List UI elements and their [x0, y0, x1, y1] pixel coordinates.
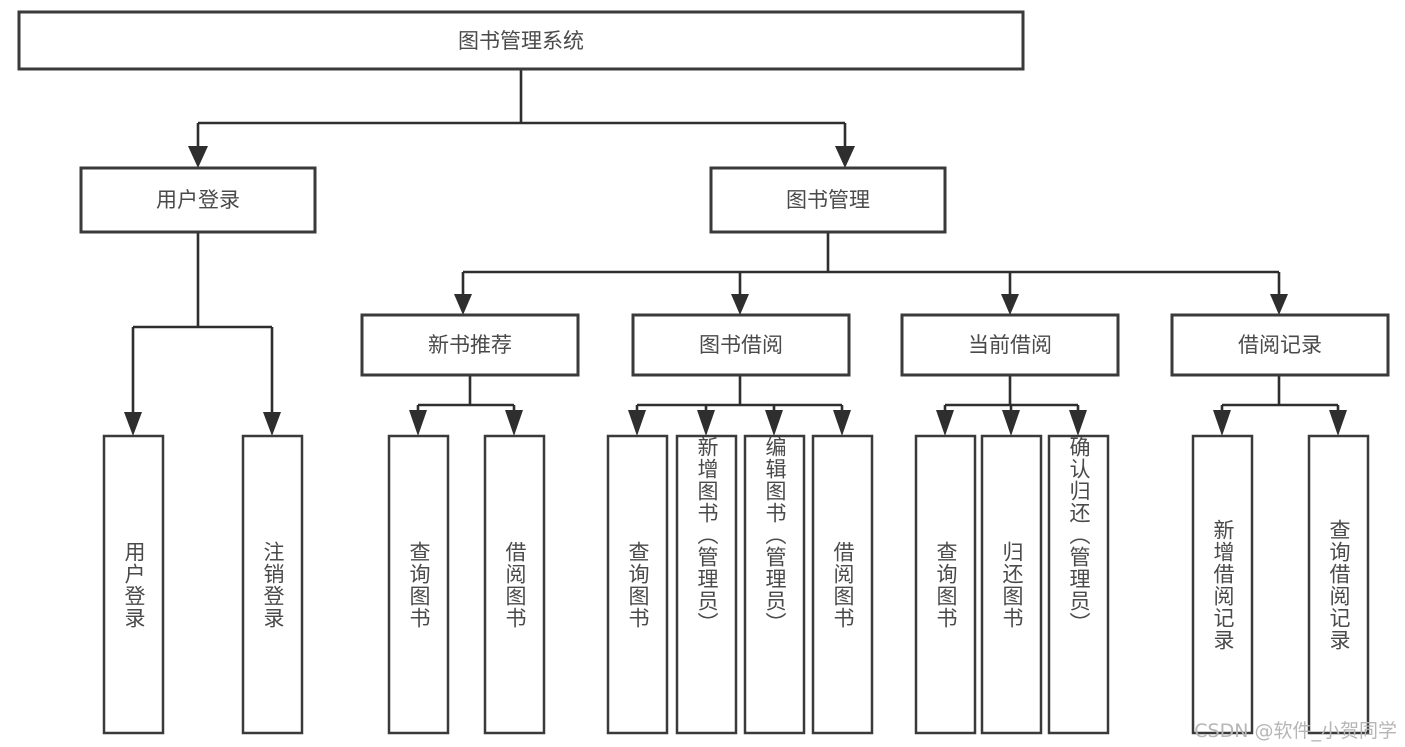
- connector-group-new-book-recommend: [409, 375, 523, 436]
- arrowhead-leaf-query-book-1: [409, 410, 427, 436]
- arrowhead-leaf-borrow-book-1: [505, 410, 523, 436]
- node-root-label: 图书管理系统: [458, 29, 584, 53]
- arrowhead-user-login: [188, 146, 208, 168]
- arrowhead-new-book-recommend: [454, 294, 472, 315]
- node-new-book-recommend[interactable]: 新书推荐: [360, 313, 580, 377]
- node-borrow-record[interactable]: 借阅记录: [1170, 313, 1390, 377]
- connector-group-user-login: [124, 232, 281, 436]
- node-current-borrow-box[interactable]: [900, 313, 1120, 377]
- node-leaf-edit-book-box[interactable]: [743, 434, 806, 735]
- node-book-manage[interactable]: 图书管理: [709, 166, 947, 234]
- node-leaf-confirm-return-box[interactable]: [1047, 434, 1110, 735]
- node-new-book-recommend-box[interactable]: [360, 313, 580, 377]
- node-book-manage-label: 图书管理: [786, 188, 870, 212]
- arrowhead-leaf-return-book: [1002, 410, 1020, 436]
- node-leaf-return-book-box[interactable]: [980, 434, 1043, 735]
- arrowhead-book-borrow: [731, 294, 749, 315]
- node-leaf-logout-box[interactable]: [241, 434, 304, 735]
- node-current-borrow[interactable]: 当前借阅: [900, 313, 1120, 377]
- node-leaf-add-book-box[interactable]: [675, 434, 738, 735]
- arrowhead-leaf-query-book-2: [628, 410, 646, 436]
- node-leaf-query-book-3-box[interactable]: [914, 434, 977, 735]
- node-leaf-query-book-1-box[interactable]: [387, 434, 450, 735]
- node-user-login[interactable]: 用户登录: [79, 166, 317, 234]
- node-book-borrow-label: 图书借阅: [699, 333, 783, 357]
- arrowhead-book-manage: [835, 146, 855, 168]
- node-root[interactable]: 图书管理系统: [17, 10, 1025, 71]
- arrowhead-leaf-edit-book: [765, 410, 783, 436]
- arrowhead-leaf-borrow-book-2: [833, 410, 851, 436]
- arrowhead-leaf-logout: [263, 412, 281, 436]
- node-borrow-record-label: 借阅记录: [1238, 333, 1322, 357]
- node-user-login-label: 用户登录: [156, 188, 240, 212]
- node-book-borrow[interactable]: 图书借阅: [631, 313, 851, 377]
- connector-group-borrow-record: [1213, 375, 1347, 436]
- node-borrow-record-box[interactable]: [1170, 313, 1390, 377]
- arrowhead-leaf-add-book: [697, 410, 715, 436]
- node-leaf-query-record-box[interactable]: [1307, 434, 1370, 735]
- arrowhead-leaf-query-record: [1329, 410, 1347, 436]
- node-leaf-borrow-book-1-box[interactable]: [483, 434, 546, 735]
- node-book-borrow-box[interactable]: [631, 313, 851, 377]
- node-book-manage-box[interactable]: [709, 166, 947, 234]
- node-current-borrow-label: 当前借阅: [968, 333, 1052, 357]
- csdn-watermark: CSDN @软件_小贺同学: [1194, 720, 1397, 742]
- node-root-box[interactable]: [17, 10, 1025, 71]
- node-leaf-query-book-2-box[interactable]: [606, 434, 669, 735]
- arrowhead-current-borrow: [1001, 294, 1019, 315]
- arrowhead-leaf-query-book-3: [936, 410, 954, 436]
- node-leaf-user-login-box[interactable]: [102, 434, 165, 735]
- arrowhead-leaf-add-record: [1213, 410, 1231, 436]
- arrowhead-leaf-confirm-return: [1069, 410, 1087, 436]
- arrowhead-borrow-record: [1270, 294, 1288, 315]
- node-new-book-recommend-label: 新书推荐: [428, 333, 512, 357]
- node-user-login-box[interactable]: [79, 166, 317, 234]
- connector-group-root: [188, 70, 855, 168]
- arrowhead-leaf-user-login: [124, 412, 142, 436]
- node-leaf-borrow-book-2-box[interactable]: [811, 434, 874, 735]
- connector-group-current-borrow: [936, 375, 1087, 436]
- connector-group-book-manage: [454, 232, 1288, 315]
- node-leaf-add-record-box[interactable]: [1191, 434, 1254, 735]
- connector-group-book-borrow: [628, 375, 851, 436]
